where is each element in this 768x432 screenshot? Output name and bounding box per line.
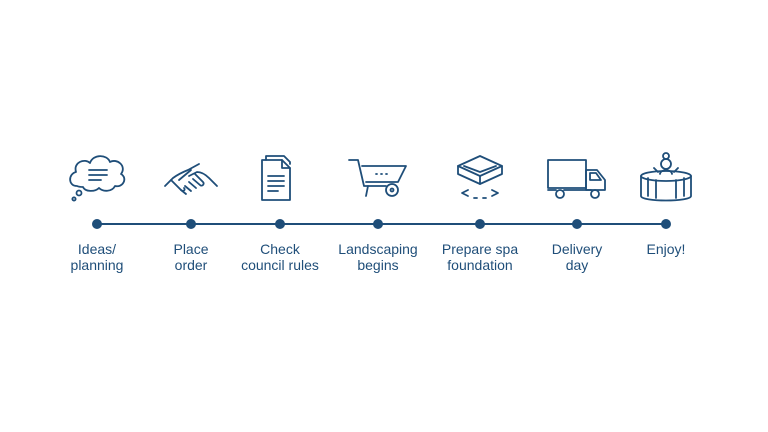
step-label: Ideas/ planning <box>37 241 157 273</box>
step-label-line: Place <box>173 241 209 257</box>
step-label: Place order <box>131 241 251 273</box>
step-label: Delivery day <box>517 241 637 273</box>
step-label-line: order <box>174 257 208 273</box>
hot-tub-person-icon <box>634 150 698 206</box>
step-label-line: Prepare spa <box>441 241 519 257</box>
step-label-line: Enjoy! <box>646 241 686 257</box>
step-label-line: Landscaping <box>338 241 418 257</box>
timeline-dot <box>572 219 582 229</box>
step-label: Prepare spa foundation <box>420 241 540 273</box>
delivery-truck-icon <box>545 150 609 206</box>
step-label-line: foundation <box>447 257 513 273</box>
timeline-dot <box>275 219 285 229</box>
step-label-line: council rules <box>241 257 319 273</box>
timeline-dot <box>475 219 485 229</box>
step-label-line: planning <box>70 257 124 273</box>
wheelbarrow-icon <box>346 150 410 206</box>
step-label: Enjoy! <box>606 241 726 257</box>
step-label-line: day <box>565 257 589 273</box>
timeline-dot <box>186 219 196 229</box>
documents-icon <box>248 150 312 206</box>
step-label: Check council rules <box>220 241 340 273</box>
step-label: Landscaping begins <box>318 241 438 273</box>
handshake-icon <box>159 150 223 206</box>
timeline-dot <box>92 219 102 229</box>
step-label-line: begins <box>357 257 399 273</box>
timeline-dot <box>661 219 671 229</box>
thought-bubble-icon <box>65 150 129 206</box>
step-label-line: Check <box>260 241 300 257</box>
step-label-line: Ideas/ <box>77 241 117 257</box>
spa-foundation-icon <box>448 150 512 206</box>
timeline-dot <box>373 219 383 229</box>
step-label-line: Delivery <box>551 241 603 257</box>
